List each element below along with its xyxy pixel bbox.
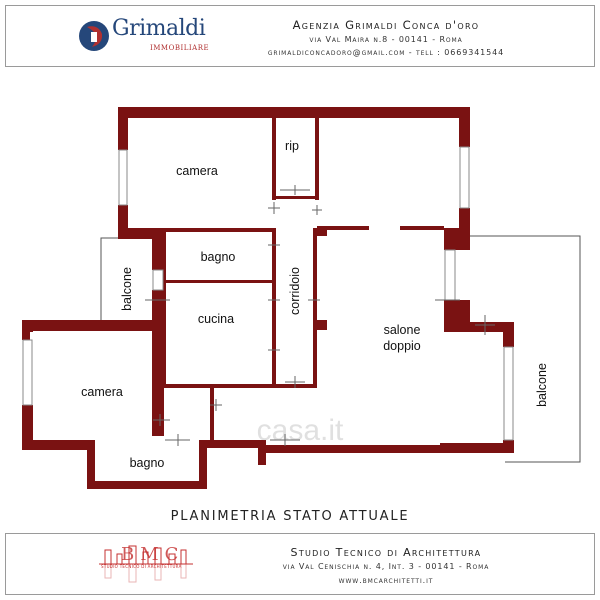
window-balcone-left [152,269,164,291]
studio-logo-icon [99,545,193,583]
label-bagno-mid: bagno [201,250,236,264]
agency-logo: Grimaldi IMMOBILIARE [78,16,228,58]
agency-logo-name: Grimaldi [112,16,206,41]
agency-address: via Val Maira n.8 - 00141 - Roma [309,35,463,44]
watermark-text: casa.it [257,414,344,447]
studio-logo-sub: STUDIO TECNICO DI ARCHITETTURA [101,564,182,569]
studio-website: www.bmcarchitetti.it [338,576,434,585]
studio-address: via Val Cenischia n. 4, Int. 3 - 00141 -… [282,562,490,571]
window-salone-balcony [444,249,456,301]
label-salone-line2: doppio [383,339,421,353]
label-corridoio: corridoio [288,267,302,315]
walls [22,107,514,489]
label-camera-top: camera [176,164,218,178]
agency-header: Grimaldi IMMOBILIARE Agenzia Grimaldi Co… [5,5,595,67]
label-salone-line1: salone [384,323,421,337]
studio-footer: BMC STUDIO TECNICO DI ARCHITETTURA Studi… [5,533,595,595]
window-salone-right [503,346,514,441]
window-right-upper [459,146,470,209]
label-balcone-right: balcone [535,363,549,407]
window-left-camera [22,339,33,406]
studio-name: Studio Tecnico di Architettura [290,546,482,559]
agency-name: Agenzia Grimaldi Conca d'oro [292,18,480,32]
window-left-upper [118,149,128,206]
label-bagno-low: bagno [130,456,165,470]
label-cucina: cucina [198,312,234,326]
label-balcone-left: balcone [120,267,134,311]
plan-title: PLANIMETRIA STATO ATTUALE [170,509,410,524]
label-rip: rip [285,139,299,153]
label-camera-left: camera [81,385,123,399]
studio-logo-text: BMC [121,544,185,565]
agency-contacts: grimaldiconcadoro@gmail.com - tell : 066… [267,48,505,57]
watermark: casa.it [257,414,344,447]
windows [22,146,514,441]
room-labels: camera rip bagno corridoio balcone cucin… [81,139,549,470]
door-marks [145,185,495,446]
studio-logo: BMC STUDIO TECNICO DI ARCHITETTURA [91,542,201,590]
agency-logo-sub: IMMOBILIARE [150,44,210,52]
balcone-right-outline [470,235,581,463]
agency-logo-icon [79,21,109,51]
